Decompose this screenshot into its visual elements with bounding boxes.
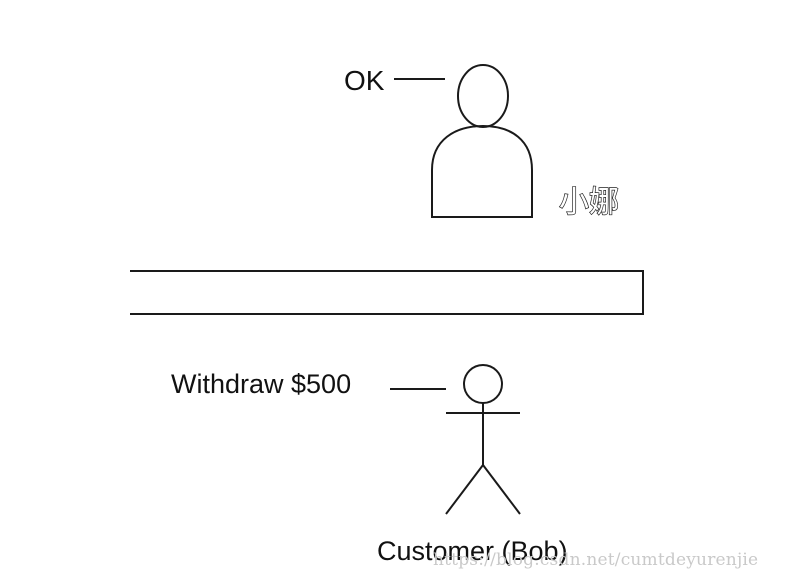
customer-left-leg (445, 464, 484, 515)
bank-counter (130, 270, 644, 315)
customer-head (463, 364, 503, 404)
customer-name-label: Customer (Bob) (377, 536, 568, 566)
teller-figure (431, 64, 533, 218)
teller-speech-label: OK (344, 65, 385, 96)
customer-figure (445, 364, 521, 515)
watermark-text: https://blog.csdn.net/cumtdeyurenjie (433, 550, 758, 570)
customer-right-leg (482, 464, 521, 515)
customer-speech-label: Withdraw $500 (171, 369, 351, 399)
teller-name-label: 小娜 (559, 185, 619, 220)
teller-body (431, 124, 533, 218)
teller-head (457, 64, 509, 128)
